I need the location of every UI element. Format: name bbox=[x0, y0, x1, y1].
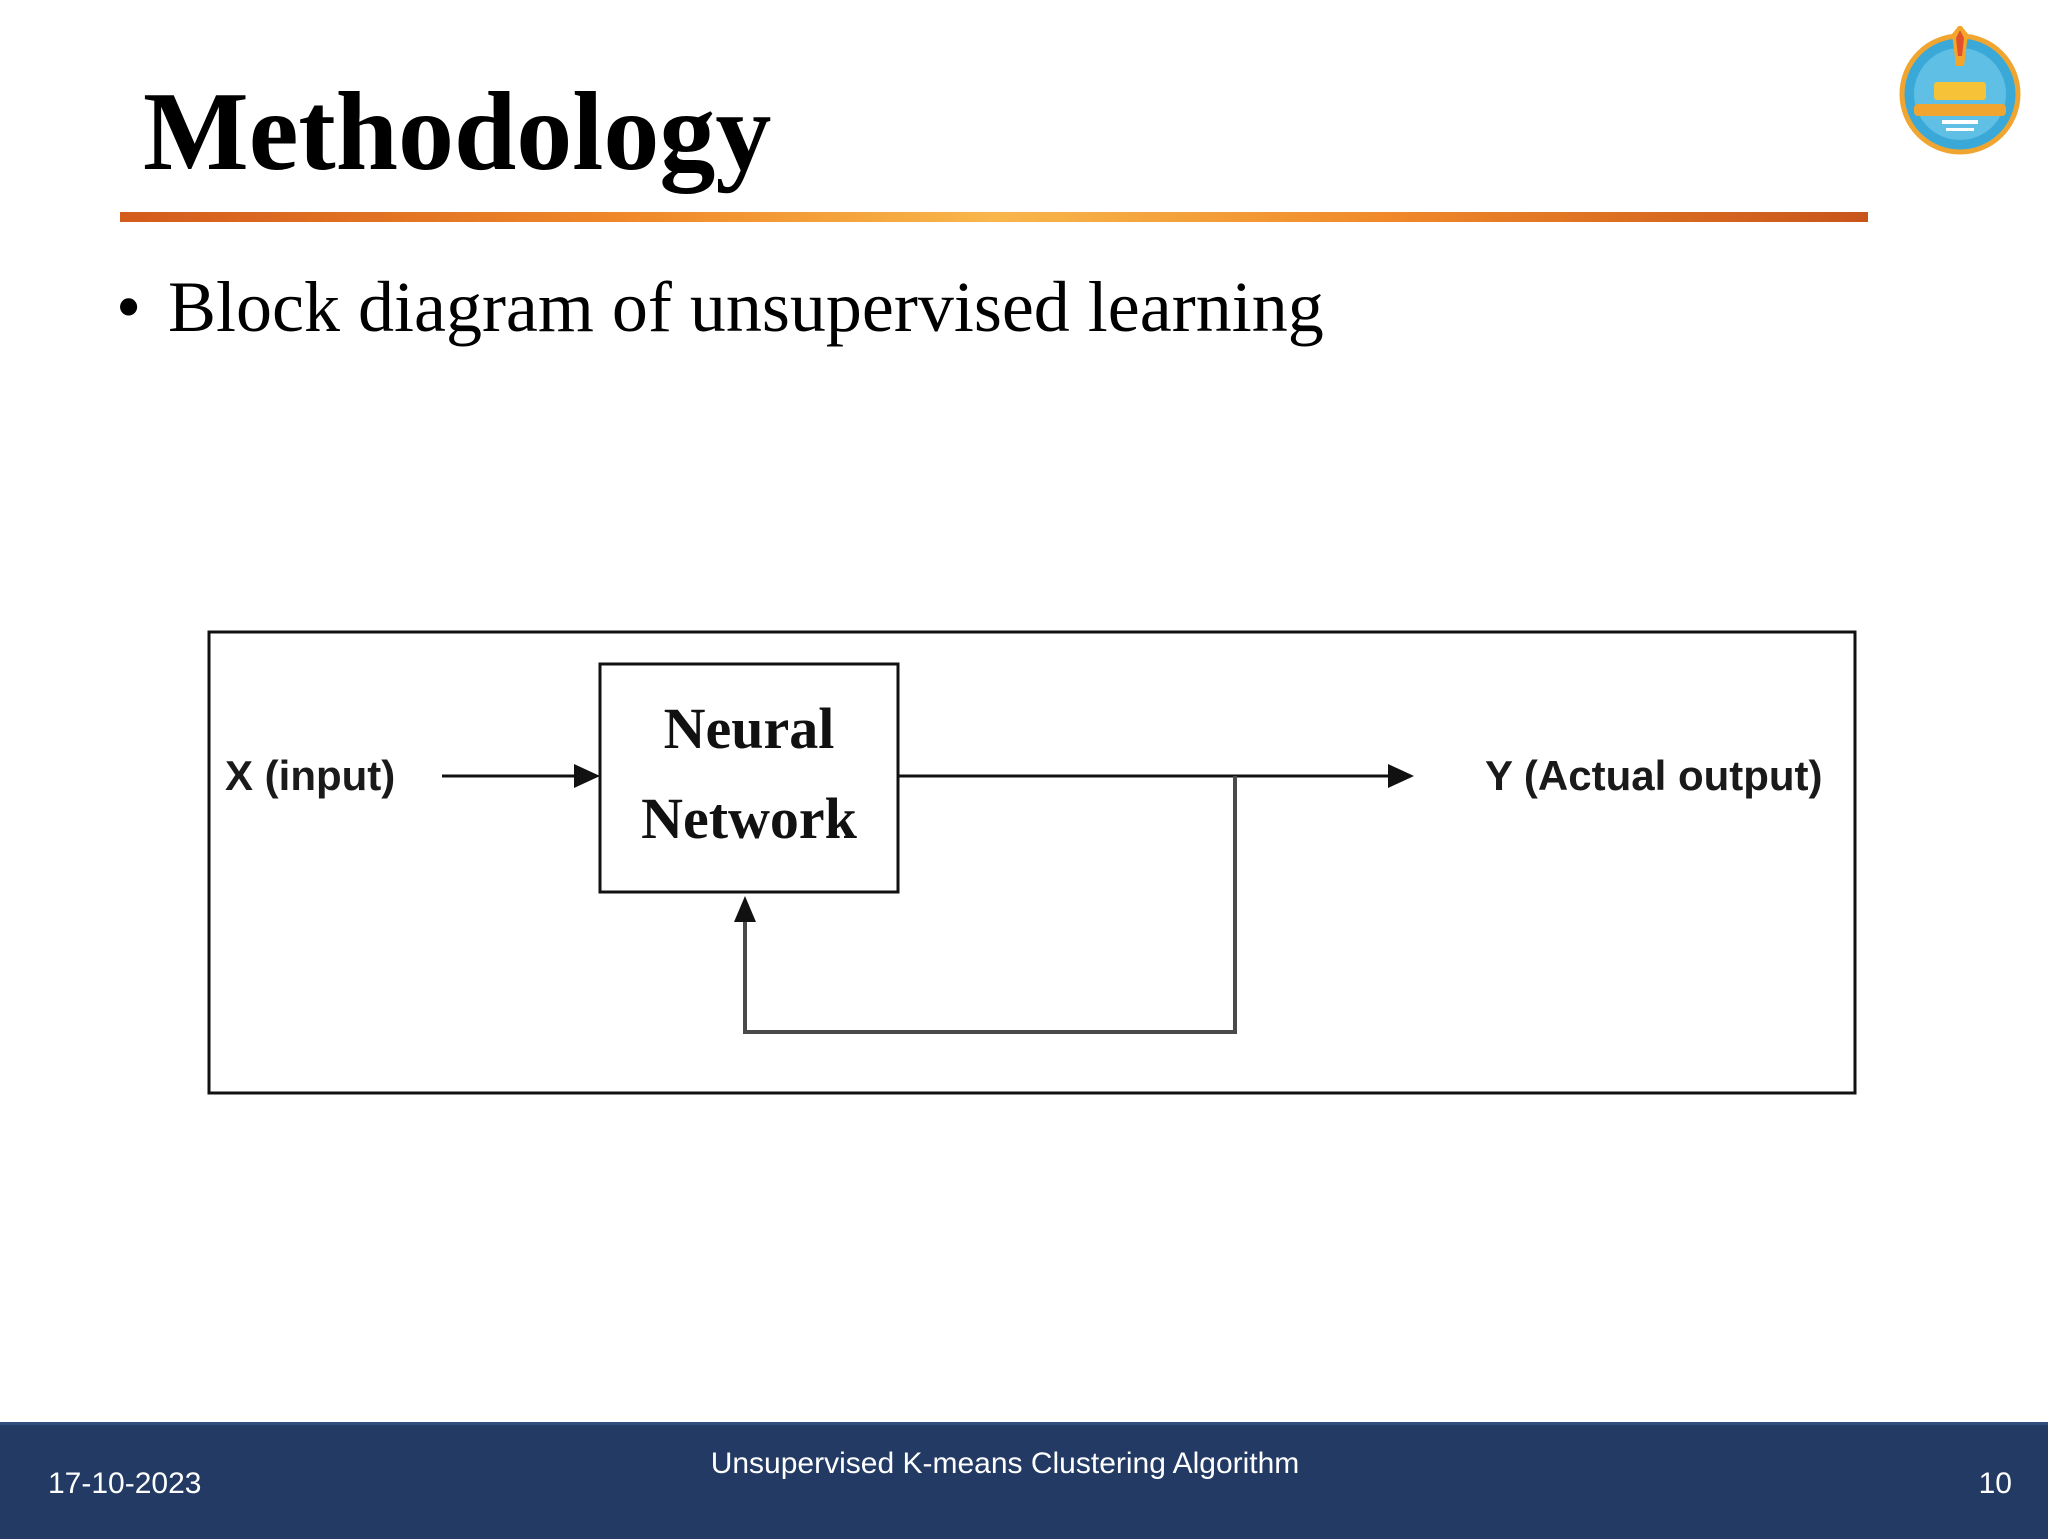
input-arrow-head bbox=[574, 764, 600, 788]
diagram-frame bbox=[207, 630, 1857, 1095]
bullet-text: Block diagram of unsupervised learning bbox=[168, 267, 1324, 347]
page-number: 10 bbox=[1978, 1467, 2012, 1500]
neural-network-box bbox=[598, 662, 900, 894]
neural-network-label-line1: Neural bbox=[664, 696, 835, 761]
output-label: Y (Actual output) bbox=[1485, 752, 1823, 799]
input-label: X (input) bbox=[225, 752, 395, 799]
college-emblem-icon bbox=[1899, 26, 2021, 155]
footer-title: Unsupervised K-means Clustering Algorith… bbox=[710, 1447, 1300, 1480]
title-divider bbox=[120, 212, 1868, 222]
block-diagram: X (input) Neural Network Y (Actual outpu… bbox=[207, 630, 1857, 1095]
bullet-marker: • bbox=[116, 267, 142, 347]
feedback-loop bbox=[743, 776, 1237, 1034]
slide-title: Methodology bbox=[143, 70, 772, 194]
neural-network-label-line2: Network bbox=[641, 786, 858, 851]
footer-date: 17-10-2023 bbox=[48, 1467, 202, 1500]
bullet-point: • Block diagram of unsupervised learning bbox=[116, 262, 1324, 352]
output-arrow-head bbox=[1388, 764, 1414, 788]
footer-bar: 17-10-2023 Unsupervised K-means Clusteri… bbox=[0, 1422, 2048, 1539]
feedback-arrow-head bbox=[734, 896, 756, 922]
